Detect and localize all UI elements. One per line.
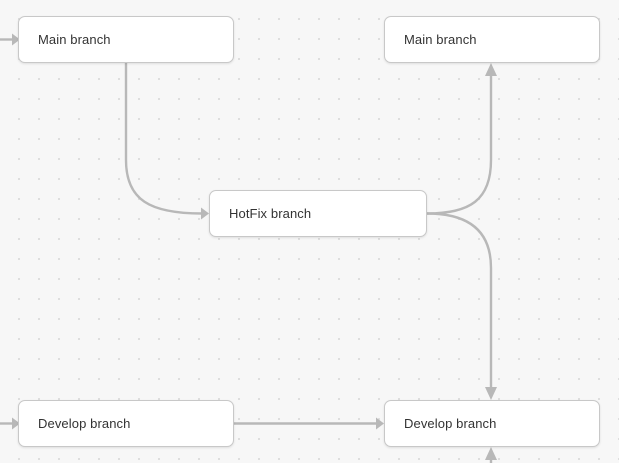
node-develop-branch-right[interactable]: Develop branch <box>384 400 600 447</box>
node-main-branch-right[interactable]: Main branch <box>384 16 600 63</box>
edge-into-develop-left <box>0 417 20 430</box>
node-label: Develop branch <box>38 415 131 431</box>
node-label: Main branch <box>404 31 477 47</box>
node-main-branch-left[interactable]: Main branch <box>18 16 234 63</box>
edge-hotfix-to-main-right <box>426 63 497 215</box>
edge-into-main-left <box>0 33 20 46</box>
node-label: Develop branch <box>404 415 497 431</box>
edge-hotfix-to-develop-right <box>426 212 497 400</box>
node-label: HotFix branch <box>229 205 312 221</box>
node-hotfix-branch[interactable]: HotFix branch <box>209 190 427 237</box>
edge-into-develop-right-bottom <box>485 447 497 463</box>
node-label: Main branch <box>38 31 111 47</box>
node-develop-branch-left[interactable]: Develop branch <box>18 400 234 447</box>
edge-develop-left-to-develop-right <box>234 417 384 430</box>
edge-main-left-to-hotfix <box>124 63 209 220</box>
